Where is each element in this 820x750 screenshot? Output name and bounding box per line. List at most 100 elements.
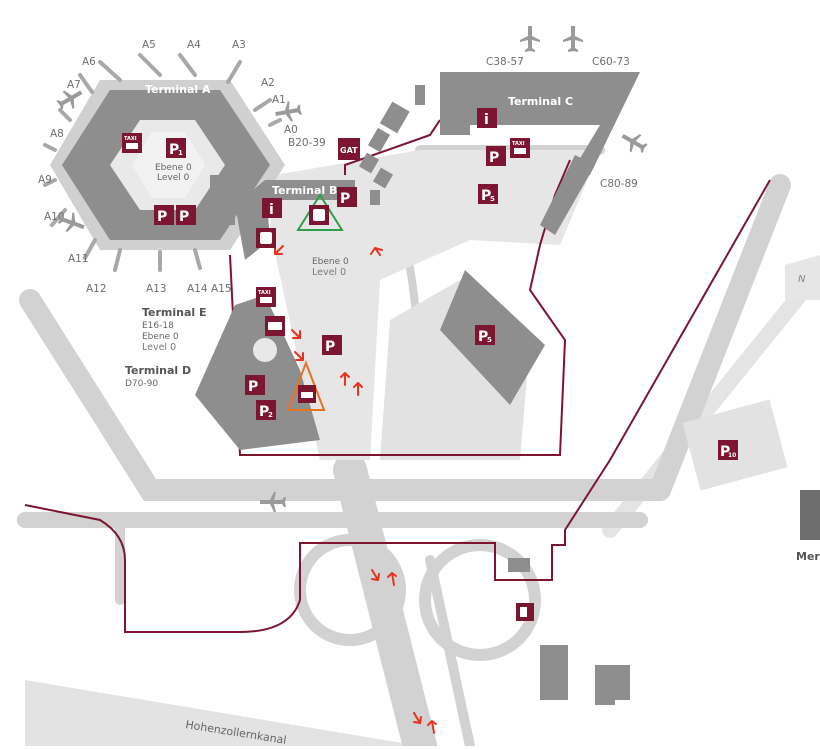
gate-b20-39: B20-39: [288, 137, 326, 149]
svg-text:P: P: [478, 329, 488, 345]
svg-text:GAT: GAT: [340, 146, 358, 155]
airplane-icon: [275, 101, 303, 122]
parking-p2-icon: P 2: [256, 400, 276, 420]
gate-a12: A12: [86, 283, 107, 295]
airplane-icon: [520, 26, 540, 52]
parking-accessible-icon: P: [337, 187, 357, 207]
airplane-icon: [260, 492, 286, 512]
svg-text:5: 5: [490, 195, 495, 203]
gate-a0: A0: [284, 124, 298, 136]
gate-a13: A13: [146, 283, 167, 295]
parking-p5-icon: P 5: [478, 184, 498, 204]
airplane-icon: [621, 134, 648, 154]
taxi-icon: TAXI: [510, 138, 530, 158]
canal-area: [25, 680, 420, 746]
terminal-b: Terminal B B20-39 Ebene 0 Level 0: [235, 137, 355, 278]
coach-icon: [265, 316, 285, 336]
map-icons: P 1 TAXI P P i: [122, 108, 738, 621]
svg-text:P: P: [248, 379, 258, 395]
svg-text:P: P: [169, 142, 179, 158]
svg-text:TAXI: TAXI: [512, 141, 525, 147]
gate-a2: A2: [261, 77, 275, 89]
gate-a15: A15: [211, 283, 232, 295]
gate-a10: A10: [44, 211, 65, 223]
svg-text:TAXI: TAXI: [124, 136, 137, 142]
gate-a4: A4: [187, 39, 201, 51]
svg-text:P: P: [179, 209, 189, 225]
taxi-icon: TAXI: [256, 287, 276, 307]
airplane-icons: [56, 26, 648, 512]
north-area: [785, 255, 820, 300]
gate-a9: A9: [38, 174, 52, 186]
svg-text:P: P: [157, 209, 167, 225]
gat-icon: GAT: [338, 138, 360, 160]
gate-a11: A11: [68, 253, 89, 265]
bus-icon: [309, 205, 329, 225]
gate-a1: A1: [272, 94, 286, 106]
terminal-d-label: Terminal D: [125, 364, 191, 377]
bus-icon: [256, 228, 276, 248]
airplane-icon: [56, 90, 83, 110]
gate-a5: A5: [142, 39, 156, 51]
parking-garage-p5-icon: P 5: [475, 325, 495, 345]
info-icon: i: [262, 198, 282, 218]
taxi-icon: [298, 385, 316, 403]
terminal-b-label: Terminal B: [272, 184, 337, 197]
svg-text:P: P: [325, 339, 335, 355]
terminal-e-label: Terminal E: [142, 306, 207, 319]
svg-text:P: P: [481, 188, 491, 204]
parking-p10-icon: P 10: [718, 440, 738, 460]
gat-buildings: [358, 85, 425, 205]
svg-text:2: 2: [268, 411, 273, 419]
terminal-e-level-en: Level 0: [142, 342, 176, 353]
traffic-arrows: [274, 245, 437, 734]
terminal-d-gates: D70-90: [125, 379, 158, 389]
terminal-c: Terminal C C38-57 C60-73 C80-89: [440, 56, 640, 235]
terminal-a-label: Terminal A: [145, 83, 211, 96]
parking-icon: P: [154, 205, 174, 225]
info-icon: i: [477, 108, 497, 128]
parking-accessible-icon: P: [486, 146, 506, 166]
airplane-icon: [57, 212, 85, 232]
terminal-b-level-de: Ebene 0: [312, 257, 349, 267]
svg-text:P: P: [489, 150, 499, 166]
svg-text:P: P: [720, 444, 730, 460]
svg-text:10: 10: [728, 452, 736, 459]
svg-text:P: P: [259, 404, 269, 420]
gate-labels-a: A0 A1 A2 A3 A4 A5 A6 A7 A8 A9 A10 A11 A1…: [38, 39, 298, 295]
gate-c80-89: C80-89: [600, 178, 638, 190]
terminal-e-gates: E16-18: [142, 321, 174, 331]
parking-short-term-icon: P: [322, 335, 342, 355]
terminal-a-level-de: Ebene 0: [155, 163, 192, 173]
svg-text:5: 5: [487, 336, 492, 344]
apron: [270, 150, 600, 460]
svg-text:TAXI: TAXI: [258, 290, 271, 296]
gate-a8: A8: [50, 128, 64, 140]
north-label: N: [798, 274, 806, 285]
terminal-b-level-en: Level 0: [312, 267, 346, 278]
gate-a3: A3: [232, 39, 246, 51]
svg-text:1: 1: [178, 149, 183, 157]
parking-accessible-icon: P: [245, 375, 265, 395]
service-buildings: [508, 490, 820, 705]
mer-label: Mer: [796, 550, 820, 563]
terminal-d-e: Terminal E E16-18 Ebene 0 Level 0 Termin…: [125, 295, 320, 450]
terminal-c-label: Terminal C: [508, 95, 573, 108]
fuel-station-icon: [516, 603, 534, 621]
svg-text:P: P: [340, 191, 350, 207]
terminal-a-level-en: Level 0: [157, 173, 190, 183]
taxiways: [17, 145, 820, 750]
gate-a7: A7: [67, 79, 81, 91]
terminal-a: Terminal A Ebene 0 Level 0: [43, 53, 285, 272]
gate-a6: A6: [82, 56, 96, 68]
svg-text:i: i: [484, 112, 489, 128]
gate-c38-57: C38-57: [486, 56, 524, 68]
taxi-icon: TAXI: [122, 133, 142, 153]
parking-accessible-icon: P: [176, 205, 196, 225]
terminal-e-level-de: Ebene 0: [142, 332, 179, 342]
gate-a14: A14: [187, 283, 208, 295]
gate-c60-73: C60-73: [592, 56, 630, 68]
parking-p1-icon: P 1: [166, 138, 186, 158]
airplane-icon: [563, 26, 583, 52]
